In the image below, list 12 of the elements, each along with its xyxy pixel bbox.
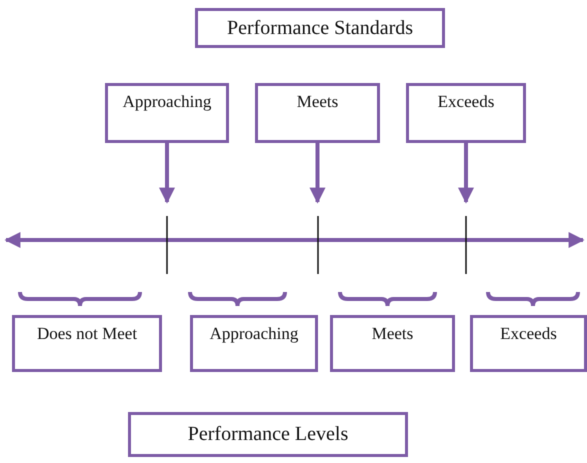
category-box: Approaching [105, 83, 229, 143]
category-box: Does not Meet [12, 315, 162, 372]
category-box: Approaching [190, 315, 318, 372]
arrow [458, 143, 474, 204]
category-box: Meets [255, 83, 380, 143]
arrow [159, 143, 175, 204]
arrow [310, 143, 326, 204]
category-box: Exceeds [470, 315, 587, 372]
heading-box: Performance Levels [128, 412, 408, 457]
category-box: Exceeds [406, 83, 526, 143]
category-box: Meets [330, 315, 455, 372]
heading-box: Performance Standards [195, 8, 445, 48]
